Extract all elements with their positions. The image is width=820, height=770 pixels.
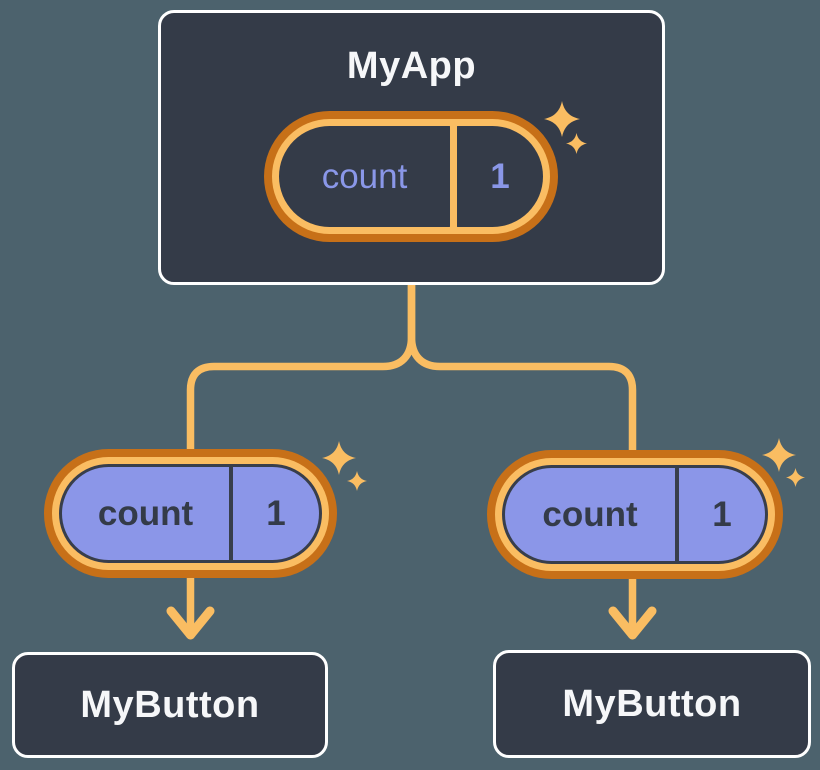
state-pill-right-core: count 1 xyxy=(502,465,768,564)
component-label: MyApp xyxy=(346,45,477,87)
component-label: MyButton xyxy=(562,682,742,725)
sparkle-icon-large xyxy=(544,101,580,137)
state-value-cell: 1 xyxy=(233,467,319,560)
state-pill-left-child: count 1 xyxy=(44,449,337,578)
component-node-right-child: MyButton xyxy=(493,650,811,758)
state-pill-root-body: count 1 xyxy=(272,119,550,234)
state-name-cell: count xyxy=(62,467,229,560)
arrowhead-left-icon xyxy=(166,606,215,640)
state-pill-left-body: count 1 xyxy=(52,457,329,570)
state-value-cell: 1 xyxy=(679,468,765,561)
sparkle-icon-large xyxy=(762,438,796,472)
sparkle-icon-small xyxy=(347,471,367,491)
component-node-left-child: MyButton xyxy=(12,652,328,758)
sparkle-icon-small xyxy=(566,133,587,154)
sparkle-icon-large xyxy=(322,441,356,475)
state-pill-root: count 1 xyxy=(264,111,558,242)
state-pill-right-body: count 1 xyxy=(495,458,775,571)
state-pill-right-child: count 1 xyxy=(487,450,783,579)
component-label: MyButton xyxy=(80,683,260,726)
state-pill-left-core: count 1 xyxy=(59,464,322,563)
state-name-cell: count xyxy=(505,468,675,561)
state-name-cell: count xyxy=(279,126,450,227)
state-value-cell: 1 xyxy=(457,126,543,227)
arrowhead-right-icon xyxy=(608,606,657,640)
connector-root-to-right-child xyxy=(407,280,637,634)
sparkle-icon-small xyxy=(786,468,805,487)
